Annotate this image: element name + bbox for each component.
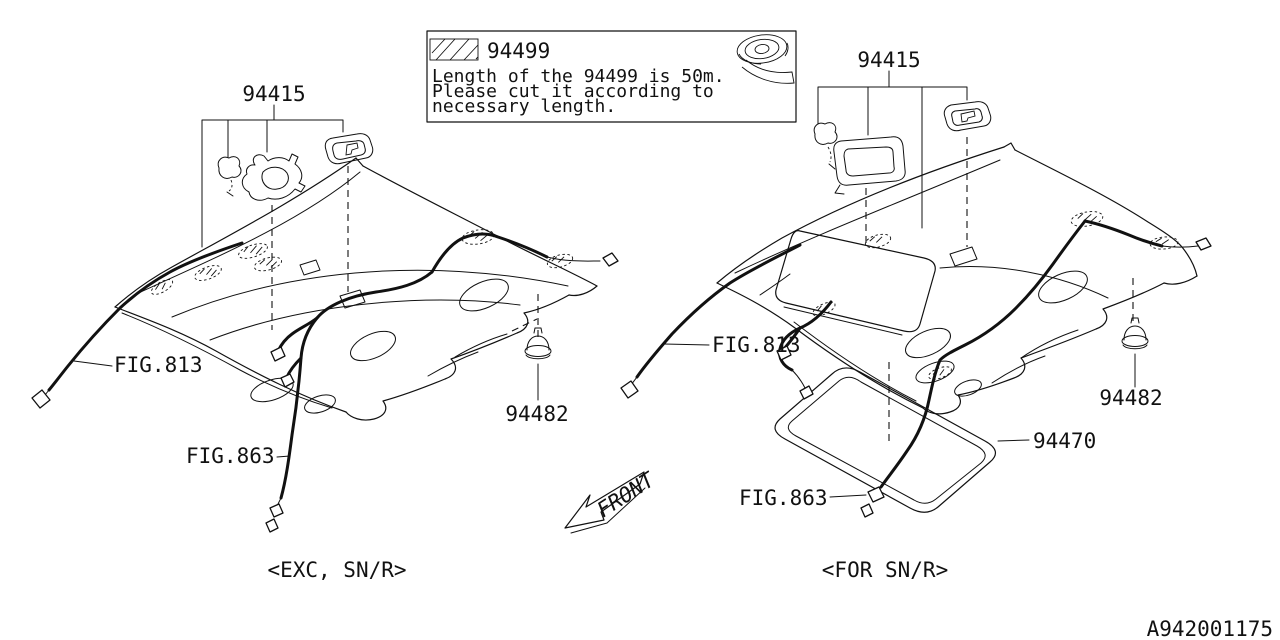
note-part-number: 94499: [487, 39, 550, 63]
right-visor-recess-2: [954, 379, 982, 397]
right-94482-group: 94482: [1099, 278, 1163, 410]
right-94470-leader: [997, 439, 1030, 442]
right-fig863-label: FIG.863: [739, 486, 828, 510]
right-fig863-leader: [829, 494, 867, 498]
left-roof-panel: [114, 157, 598, 421]
left-clip-part: [217, 156, 242, 197]
left-rear-connector: [602, 252, 619, 267]
tape-roll-icon: [736, 34, 795, 84]
right-bezel-part: [943, 101, 992, 132]
left-visor-recess-2: [304, 394, 336, 414]
right-94415-label: 94415: [857, 48, 920, 72]
right-fig863-connector-2: [860, 503, 874, 518]
right-roof-panel: [716, 142, 1198, 415]
right-rear-connector: [1195, 237, 1212, 251]
left-94482-label: 94482: [505, 402, 568, 426]
left-tape-patches: [150, 229, 574, 295]
right-94470-label: 94470: [1033, 429, 1096, 453]
right-harness-fig863-wire: [776, 219, 1087, 518]
note-box-border: [426, 30, 797, 123]
right-harness-fig813-wire: [620, 243, 802, 399]
left-lamp-cutout: [459, 278, 509, 312]
front-direction-marker: FRONT: [564, 467, 660, 534]
left-diagram: 94415: [31, 82, 619, 582]
note-box: 94499 Length of the 94499 is 50m. Please…: [426, 30, 797, 123]
front-arrow-icon: [564, 471, 645, 529]
right-rear-cutout: [905, 327, 951, 359]
right-94415-bracket: [817, 70, 968, 229]
right-lamp-cutout: [1038, 270, 1088, 304]
left-fig863-label: FIG.863: [186, 444, 275, 468]
left-fig863-connector-1: [269, 503, 284, 518]
right-fig813-leader: [663, 343, 710, 346]
right-tape-patches: [812, 211, 1179, 380]
right-94482-clip-icon: [1121, 317, 1149, 350]
hatch-swatch: [429, 38, 479, 61]
left-bezel-part: [324, 133, 374, 165]
sunroof-opening: [775, 230, 936, 336]
left-roof-mount-1: [339, 289, 366, 309]
note-line-2: Please cut it according to: [432, 81, 714, 102]
left-roof-mount-2: [299, 259, 321, 276]
left-caption: <EXC, SN/R>: [267, 558, 406, 582]
right-fig813-connector: [620, 380, 639, 399]
note-line-1: Length of the 94499 is 50m.: [432, 66, 725, 87]
front-label: FRONT: [593, 467, 660, 522]
left-fig813-connector: [31, 389, 51, 409]
right-visor-recess-1: [915, 360, 955, 384]
right-94482-label: 94482: [1099, 386, 1162, 410]
right-clip-part: [813, 122, 838, 170]
left-fig863-connector-2: [265, 518, 279, 533]
right-harness-rear-wire: [1083, 219, 1212, 251]
sunshade-ring-94470: [774, 367, 996, 513]
right-94415-group: 94415: [813, 48, 992, 442]
left-fig813-leader: [73, 360, 113, 367]
left-fig863-leader: [276, 455, 291, 458]
left-94482-clip-icon: [524, 327, 552, 360]
left-bracket-part: [241, 153, 306, 201]
drawing-code: A942001175: [1147, 617, 1273, 640]
left-harness-rear-wire: [430, 232, 619, 274]
left-94482-group: 94482: [505, 294, 569, 426]
right-roof-mount: [949, 246, 978, 267]
left-rear-cutout: [350, 330, 396, 362]
right-caption: <FOR SN/R>: [822, 558, 948, 582]
right-frame-part: [833, 136, 906, 195]
left-94415-label: 94415: [242, 82, 305, 106]
right-diagram: 94415: [620, 48, 1212, 582]
left-94415-group: 94415: [201, 82, 374, 330]
left-harness-fig863-wire: [265, 270, 434, 533]
right-fig863-connector-1: [867, 486, 885, 503]
left-fig813-label: FIG.813: [114, 353, 203, 377]
left-94415-bracket: [201, 104, 344, 248]
right-fig813-label: FIG.813: [712, 333, 801, 357]
note-line-3: necessary length.: [432, 96, 616, 117]
left-harness-fig813-wire: [31, 241, 244, 409]
